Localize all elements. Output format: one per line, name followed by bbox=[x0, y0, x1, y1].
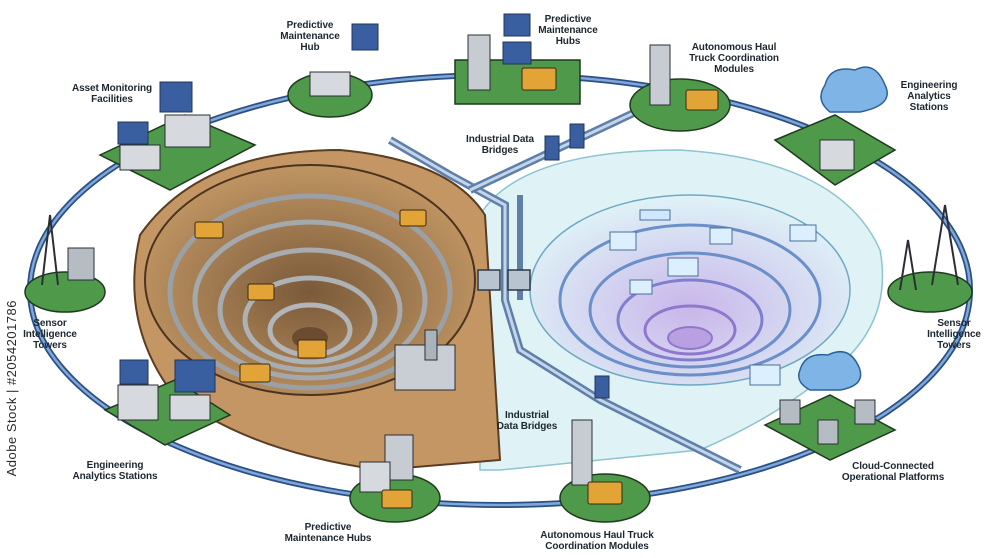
node-engineering-left[interactable] bbox=[103, 359, 232, 446]
label-engineering-right: Engineering Analytics Stations bbox=[900, 80, 958, 113]
node-engineering-right[interactable] bbox=[773, 66, 897, 186]
node-autonomous-top[interactable] bbox=[629, 44, 731, 132]
label-predictive-hubs-top: Predictive Maintenance Hubs bbox=[538, 14, 598, 47]
label-sensor-left: Sensor Intelligence Towers bbox=[23, 318, 77, 351]
label-sensor-right: Sensor Intelligence Towers bbox=[927, 318, 981, 351]
label-autonomous-top: Autonomous Haul Truck Coordination Modul… bbox=[689, 42, 779, 75]
node-predictive-hubs-top[interactable] bbox=[454, 13, 581, 105]
stock-watermark: Adobe Stock | #2054201786 bbox=[4, 300, 19, 477]
node-predictive-hubs-bottom[interactable] bbox=[349, 434, 441, 523]
node-predictive-hub-top[interactable] bbox=[287, 23, 379, 118]
label-autonomous-bottom: Autonomous Haul Truck Coordination Modul… bbox=[540, 530, 654, 552]
industrial-data-bridges bbox=[387, 106, 742, 474]
label-predictive-hub-top: Predictive Maintenance Hub bbox=[280, 20, 340, 53]
physical-mine-pit bbox=[133, 148, 502, 472]
label-data-bridges-bottom: Industrial Data Bridges bbox=[496, 410, 558, 432]
label-engineering-left: Engineering Analytics Stations bbox=[72, 460, 158, 482]
node-sensor-right[interactable] bbox=[887, 204, 973, 313]
label-asset-monitoring: Asset Monitoring Facilities bbox=[71, 83, 153, 105]
label-predictive-hubs-bottom: Predictive Maintenance Hubs bbox=[284, 522, 372, 544]
node-sensor-left[interactable] bbox=[24, 214, 106, 313]
label-cloud-connected: Cloud-Connected Operational Platforms bbox=[841, 461, 945, 483]
node-cloud-connected[interactable] bbox=[763, 350, 897, 461]
label-data-bridges-top: Industrial Data Bridges bbox=[466, 134, 534, 156]
node-autonomous-bottom[interactable] bbox=[559, 419, 651, 523]
node-asset-monitoring[interactable] bbox=[98, 81, 257, 191]
